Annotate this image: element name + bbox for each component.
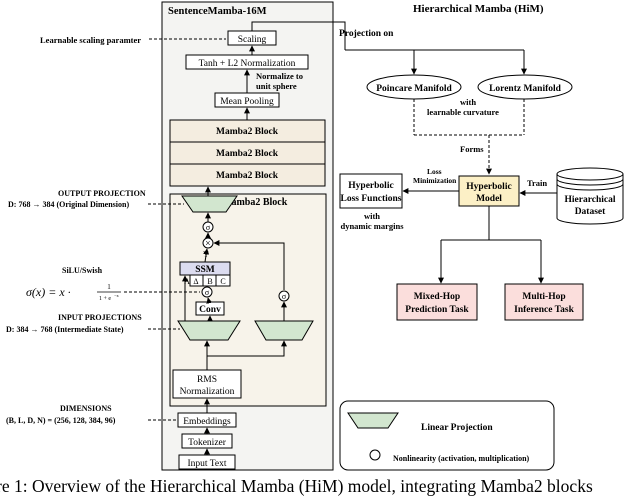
multi-hop-label-2: Inference Task [514,305,574,315]
legend-linear-projection-shape [347,412,399,429]
forms-lines [413,99,525,175]
mamba2-block-2: Mamba2 Block [216,149,279,159]
conv-label: Conv [199,305,221,315]
mean-pooling-label: Mean Pooling [220,97,274,107]
poincare-label: Poincare Manifold [376,84,452,94]
ssm-param-b: B [207,277,212,286]
figure-caption: re 1: Overview of the Hierarchical Mamba… [0,476,593,496]
with-label: with [460,97,476,107]
mamba2-block-1: Mamba2 Block [216,127,279,137]
loss-functions-label-1: Hyperbolic [348,181,393,191]
input-projections-label: INPUT PROJECTIONS [58,313,142,322]
sentence-mamba-arrows [182,21,346,455]
sigma-glyph-gate: σ [282,292,287,301]
multi-hop-label-1: Multi-Hop [522,292,565,302]
projection-on-label: Projection on [339,29,394,39]
model-arrows [402,188,557,284]
rms-label-1: RMS [197,375,217,385]
hyperbolic-model-label-1: Hyperbolic [466,182,511,192]
rms-normalization-box [172,369,242,399]
sigma-glyph-top: σ [206,223,211,232]
sigma-glyph-conv: σ [205,288,210,297]
dimensions-label: DIMENSIONS [60,404,112,413]
input-text-label: Input Text [187,459,226,469]
embeddings-label: Embeddings [183,417,231,427]
lorentz-label: Lorentz Manifold [489,84,562,94]
loss-minimization-2: Minimization [413,176,457,185]
dataset-label-1: Hierarchical [564,195,615,205]
mixed-hop-label-1: Mixed-Hop [414,292,460,302]
ssm-param-a: A [184,277,190,286]
multi-hop-task-box [504,283,584,321]
him-title: Hierarchical Mamba (HiM) [413,3,544,15]
projection-lines [344,39,527,75]
mamba2-block-3: Mamba2 Block [216,171,279,181]
normalize-note-2: unit sphere [256,81,297,91]
silu-fraction-num: 1 [107,283,111,291]
silu-fraction-exp: −x [114,293,120,298]
hyperbolic-model-label-2: Model [476,194,502,204]
learnable-curvature-label: learnable curvature [427,107,499,117]
output-projection-dims: D: 768 → 384 (Original Dimension) [8,200,129,209]
with-dynamic-label-1: with [364,211,380,221]
tokenizer-label: Tokenizer [188,438,227,448]
silu-label: SiLU/Swish [62,266,103,275]
ssm-label: SSM [195,265,215,275]
dimensions-values: (B, L, D, N) = (256, 128, 384, 96) [6,416,116,425]
sentence-mamba-title: SentenceMamba-16M [168,6,267,17]
legend-nonlinearity-circle [369,449,381,461]
with-dynamic-label-2: dynamic margins [340,221,404,231]
loss-functions-box [339,173,403,209]
loss-functions-label-2: Loss Functions [341,194,402,204]
legend-linear-projection-label: Linear Projection [421,423,493,433]
sigma-circle-conv [201,286,213,298]
ssm-param-c: C [220,277,225,286]
output-projection-shape [181,195,238,213]
mixed-hop-label-2: Prediction Task [405,305,469,315]
forms-label: Forms [460,144,484,154]
silu-formula: σ(x) = x · [26,285,71,299]
loss-minimization-1: Loss [427,167,442,176]
tanh-l2-box [185,54,309,70]
dataset-label-2: Dataset [575,207,606,217]
scaling-param-label: Learnable scaling paramter [40,35,141,45]
silu-fraction-den: 1 + e [99,296,111,302]
sigma-circle-gate [278,290,290,302]
mixed-hop-task-box [396,283,478,321]
ssm-delta: Δ [193,277,198,286]
lorentz-manifold [477,74,573,100]
normalize-note-1: Normalize to [256,71,303,81]
output-projection-label: OUTPUT PROJECTION [58,189,146,198]
hierarchical-dataset-cylinder [556,167,624,225]
input-projection-shape-right [254,320,314,341]
input-projection-shape-left [177,320,241,341]
mamba2-block-stack [169,119,326,187]
rms-label-2: Normalization [180,387,235,397]
input-projections-dims: D: 384 → 768 (Intermediate State) [6,325,124,334]
scaling-label: Scaling [238,35,267,45]
tanh-l2-label: Tanh + L2 Normalization [199,59,296,69]
legend-nonlinearity-label: Nonlinearity (activation, multiplication… [393,454,530,463]
mamba2-inner-title: Mamba2 Block [222,197,288,208]
train-label: Train [527,178,547,188]
multiply-glyph: × [205,239,211,250]
